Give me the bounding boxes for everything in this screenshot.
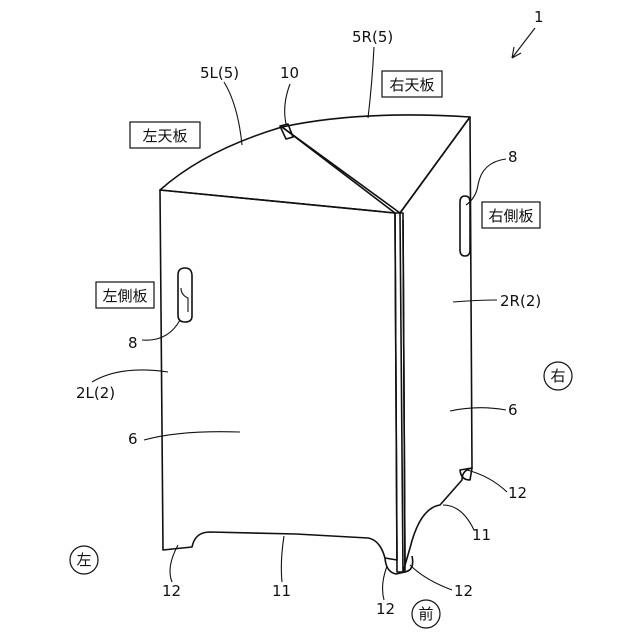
label-2L: 2L(2) — [76, 384, 115, 402]
leader-11-left — [281, 536, 284, 582]
direction-left-label: 左 — [76, 551, 91, 569]
box-left-side-board-label: 左側板 — [102, 287, 147, 305]
label-8-left: 8 — [128, 334, 138, 352]
direction-front-label: 前 — [418, 605, 433, 623]
leader-5R — [368, 47, 374, 118]
leader-11-right — [443, 505, 474, 530]
leader-12-left — [170, 545, 178, 582]
leader-6-right — [450, 408, 506, 411]
left-handle-8 — [178, 268, 192, 322]
leader-12-front-a — [383, 566, 387, 600]
label-11-right: 11 — [472, 526, 491, 544]
label-10: 10 — [280, 64, 299, 82]
direction-right-label: 右 — [550, 367, 565, 385]
leader-10 — [285, 84, 290, 124]
leader-12-front-b — [410, 565, 452, 590]
label-5L: 5L(5) — [200, 64, 239, 82]
right-side-board-2R — [400, 117, 472, 572]
leader-8-right — [466, 159, 506, 205]
label-2R: 2R(2) — [500, 292, 541, 310]
label-12-front-b: 12 — [454, 582, 473, 600]
leader-6-left — [144, 432, 240, 440]
label-12-left: 12 — [162, 582, 181, 600]
left-side-board-2L — [160, 190, 397, 560]
right-handle-8 — [460, 196, 470, 256]
leader-12-right — [467, 470, 507, 492]
label-12-front-a: 12 — [376, 600, 395, 618]
leader-5L — [224, 82, 242, 145]
leader-2R — [453, 300, 497, 302]
label-5R: 5R(5) — [352, 28, 393, 46]
label-8-right: 8 — [508, 148, 518, 166]
label-6-right: 6 — [508, 401, 518, 419]
box-left-top-board-label: 左天板 — [142, 127, 187, 145]
label-12-right: 12 — [508, 484, 527, 502]
figure-ref-arrow — [512, 28, 535, 58]
leader-2L — [92, 370, 168, 382]
box-right-side-board-label: 右側板 — [488, 207, 533, 225]
label-11-left: 11 — [272, 582, 291, 600]
left-handle-inner — [181, 288, 188, 312]
box-right-top-board-label: 右天板 — [389, 76, 434, 94]
label-6-left: 6 — [128, 430, 138, 448]
label-fig-ref: 1 — [534, 8, 544, 26]
